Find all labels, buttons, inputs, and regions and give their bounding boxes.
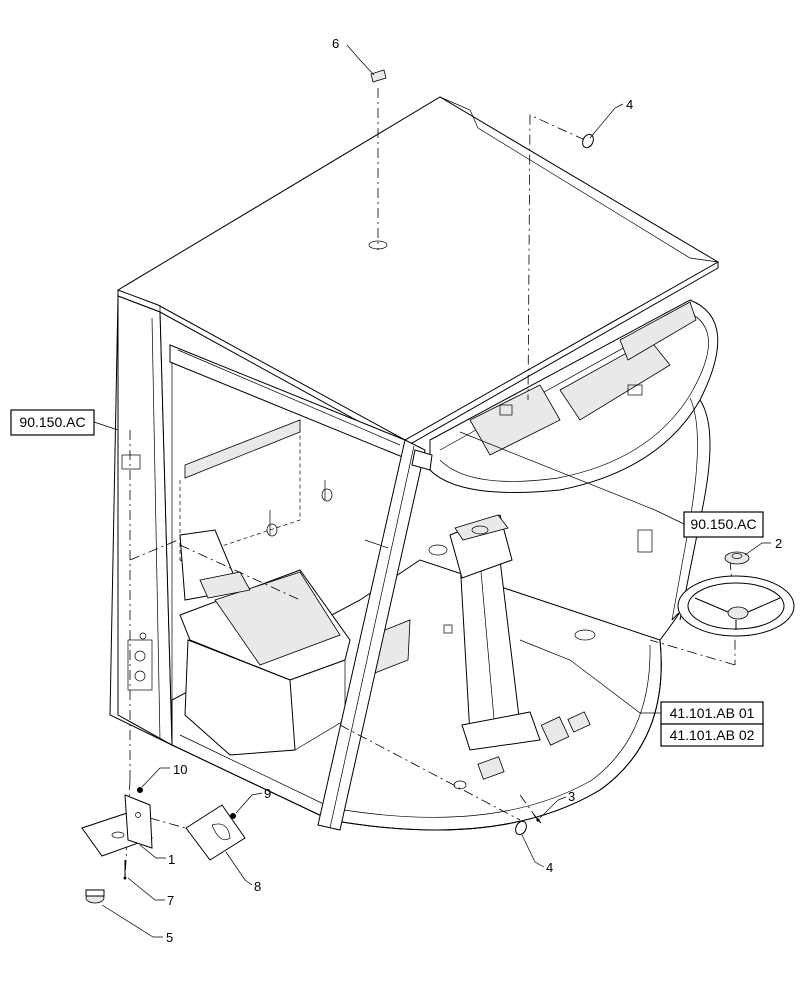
reference-box-90-150-ac-left[interactable]: 90.150.AC — [10, 409, 95, 436]
callout-4-top: 4 — [626, 97, 633, 112]
callout-9: 9 — [264, 786, 271, 801]
callout-5: 5 — [166, 930, 173, 945]
cab-upper-beam — [169, 344, 406, 479]
assembly-centerlines — [124, 88, 736, 881]
cab-roof — [116, 96, 719, 448]
cab-floor — [171, 544, 680, 831]
callout-7: 7 — [167, 893, 174, 908]
svg-text:90.150.AC: 90.150.AC — [19, 414, 85, 430]
callout-3: 3 — [568, 789, 575, 804]
part-3-screw — [533, 814, 542, 824]
callout-6: 6 — [332, 36, 339, 51]
part-9-screw — [230, 813, 236, 819]
part-2-steering-wheel — [677, 551, 795, 637]
reference-box-41-101-ab-01[interactable]: 41.101.AB 01 — [660, 701, 764, 725]
part-4-top-grommet — [582, 133, 594, 149]
front-pillar — [317, 439, 433, 831]
cab-front-curve — [429, 299, 719, 621]
cab-left-wall — [109, 295, 173, 746]
svg-text:41.101.AB 01: 41.101.AB 01 — [670, 705, 755, 721]
callout-8: 8 — [254, 879, 261, 894]
part-5-foot — [85, 889, 105, 904]
part-6-roof-plug — [368, 69, 388, 250]
svg-text:41.101.AB 02: 41.101.AB 02 — [670, 727, 755, 743]
part-1-bracket — [81, 794, 153, 857]
callout-labels: 6 4 2 3 4 10 9 1 8 7 5 — [166, 36, 782, 945]
part-7-bolt — [123, 860, 127, 880]
part-10-screw — [137, 787, 143, 793]
part-4-bottom-grommet — [515, 820, 527, 836]
part-8-plate — [185, 804, 246, 861]
reference-box-41-101-ab-02[interactable]: 41.101.AB 02 — [660, 723, 764, 747]
reference-box-90-150-ac-right[interactable]: 90.150.AC — [683, 511, 764, 538]
callout-2: 2 — [775, 536, 782, 551]
leader-lines — [93, 44, 771, 938]
callout-1: 1 — [168, 852, 175, 867]
callout-4-bottom: 4 — [546, 860, 553, 875]
callout-10: 10 — [173, 762, 187, 777]
svg-text:90.150.AC: 90.150.AC — [690, 516, 756, 532]
steering-column — [449, 514, 541, 751]
